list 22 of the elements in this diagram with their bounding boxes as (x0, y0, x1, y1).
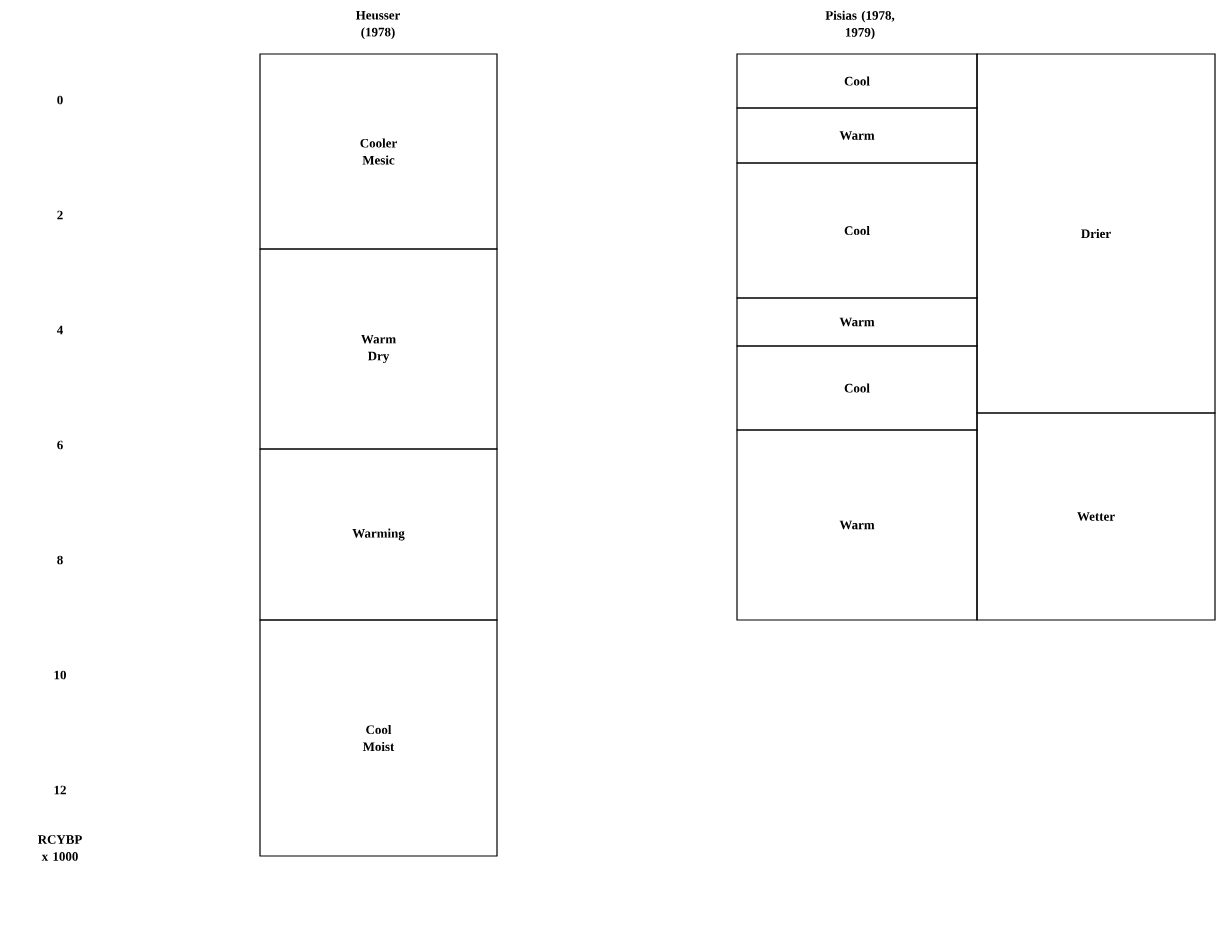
column-heading: Pisias (1978, 1979) (825, 10, 895, 40)
period-box: Wetter (976, 412, 1216, 621)
period-box: Cool (736, 345, 978, 431)
tick-label: 12 (54, 785, 66, 795)
period-box: Cool (736, 162, 978, 299)
tick-label: 4 (56, 325, 63, 335)
period-box: Warming (259, 448, 498, 621)
period-box: Cool (736, 53, 978, 109)
tick-label: 0 (57, 95, 63, 105)
tick-label: 6 (57, 440, 63, 450)
tick-label: 8 (57, 555, 63, 565)
period-box: Warm Dry (259, 248, 498, 450)
period-box: Cool Moist (259, 619, 498, 857)
axis-title: RCYBP x 1000 (37, 835, 82, 861)
period-box: Warm (736, 429, 978, 621)
period-box: Cooler Mesic (259, 53, 498, 250)
period-box: Drier (976, 53, 1216, 414)
period-box: Warm (736, 107, 978, 164)
period-box: Warm (736, 297, 978, 347)
tick-label: 2 (57, 210, 63, 220)
column-heading: Heusser (1978) (355, 10, 401, 40)
tick-label: 10 (54, 670, 66, 680)
